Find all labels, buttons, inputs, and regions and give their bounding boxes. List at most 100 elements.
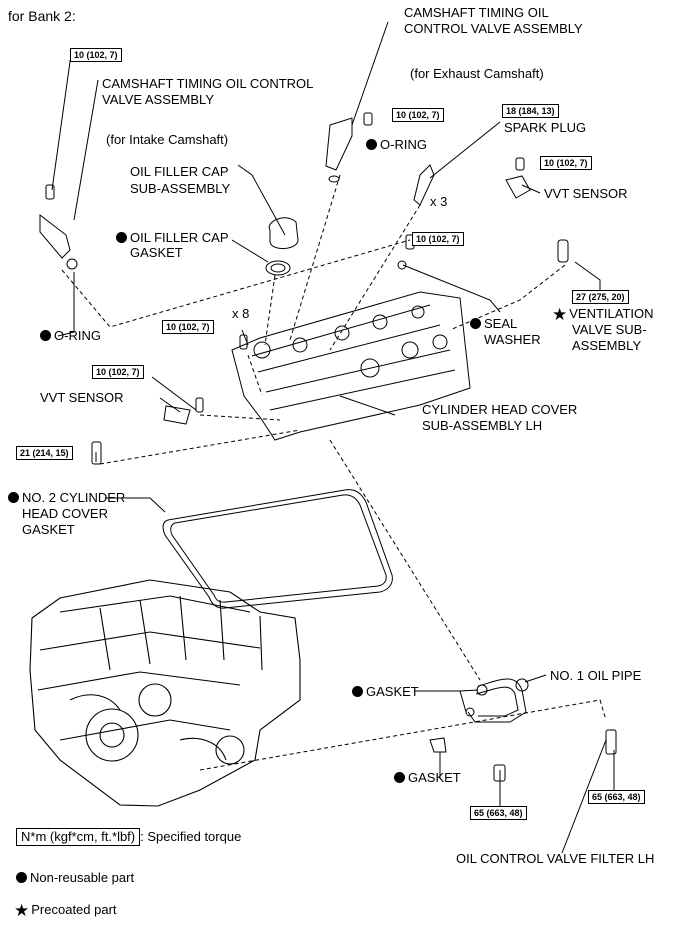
leader-gasket-upper-2 [459,690,467,713]
leader-spark [429,121,501,179]
label-no2-gasket-1: NO. 2 CYLINDER [8,490,125,506]
torque-union-a: 65 (663, 48) [470,806,527,820]
dash-stud [99,429,301,465]
label-gasket-upper-text: GASKET [366,684,419,699]
oil-filler-cap-shape [265,217,299,276]
label-oring-upper: O-RING [366,137,427,153]
label-for-exhaust: (for Exhaust Camshaft) [410,66,544,81]
nonreusable-dot-icon [16,872,27,883]
torque-vvt-right: 10 (102, 7) [540,156,592,170]
dash-spark [329,204,421,351]
torque-union-b: 65 (663, 48) [588,790,645,804]
precoated-star-icon: ★ [14,901,30,920]
nonreusable-dot-icon [394,772,405,783]
label-cam-ocv-exhaust-1: CAMSHAFT TIMING OIL [404,5,549,20]
leader-seal-washer [402,264,501,313]
label-ventilation-1: ★VENTILATION [552,305,654,324]
torque-left-ocv: 10 (102, 7) [70,48,122,62]
label-oil-filler-gasket-text: OIL FILLER CAP [130,230,229,245]
leader-vvt-right [521,184,541,194]
torque-vent: 27 (275, 20) [572,290,629,304]
leader-oil-pipe [524,674,547,683]
bank-title: for Bank 2: [8,8,76,24]
nonreusable-dot-icon [470,318,481,329]
legend-nonreusable-text: Non-reusable part [30,870,135,885]
label-vvt-sensor-left: VVT SENSOR [40,390,124,405]
leader-vvt-left-torque [151,376,197,411]
leader-cyl-cover [339,395,396,416]
torque-washer: 10 (102, 7) [412,232,464,246]
label-x3: x 3 [430,194,448,209]
nonreusable-dot-icon [8,492,19,503]
legend-torque-box: N*m (kgf*cm, ft.*lbf) [16,828,141,846]
dash-cover-screws [247,354,263,396]
torque-vvt-left: 10 (102, 7) [92,365,144,379]
torque-stud: 21 (214, 15) [16,446,73,460]
engine-block-outline [29,579,301,807]
leader-ocv-filter [561,739,607,854]
label-gasket-lower-text: GASKET [408,770,461,785]
nonreusable-dot-icon [116,232,127,243]
cylinder-head-cover-shape [231,291,471,441]
label-seal-washer-2: WASHER [484,332,541,347]
leader-left-ocv-torque [51,60,71,191]
legend-precoated: ★Precoated part [14,901,117,920]
nonreusable-dot-icon [40,330,51,341]
label-no2-gasket-3: GASKET [22,522,75,537]
label-ventilation-3: ASSEMBLY [572,338,642,353]
bolt-parts [39,112,617,782]
label-oil-filler-cap-2: SUB-ASSEMBLY [130,181,231,196]
dash-vvt-left [199,414,281,421]
dash-filler [264,274,276,346]
label-vvt-sensor-right: VVT SENSOR [544,186,628,201]
label-x8: x 8 [232,306,250,321]
cover-gasket-shape [162,489,393,609]
label-spark-plug: SPARK PLUG [504,120,587,135]
legend-nonreusable: Non-reusable part [16,870,134,886]
label-oil-filler-gasket-1: OIL FILLER CAP [116,230,229,246]
label-oil-filler-cap-1: OIL FILLER CAP [130,164,229,179]
legend-torque-text: : Specified torque [140,829,242,844]
torque-spark: 18 (184, 13) [502,104,559,118]
label-oring-upper-text: O-RING [380,137,427,152]
label-ocv-filter: OIL CONTROL VALVE FILTER LH [456,851,655,866]
label-ventilation-2: VALVE SUB- [572,322,647,337]
label-oring-left-text: O-RING [54,328,101,343]
label-gasket-upper: GASKET [352,684,419,700]
label-oring-left: O-RING [40,328,101,344]
oil-pipe-shape [465,678,529,723]
leader-vvt-left [159,397,181,413]
label-cam-ocv-intake-1: CAMSHAFT TIMING OIL CONTROL [102,76,314,91]
leader-vent [574,261,601,290]
label-cyl-cover-2: SUB-ASSEMBLY LH [422,418,543,433]
leader-intake-ocv [73,79,99,221]
dash-exh-ocv [289,174,341,341]
dash-intake-ocv [61,239,411,328]
precoated-star-icon: ★ [552,305,568,324]
label-cam-ocv-intake-2: VALVE ASSEMBLY [102,92,214,107]
legend-torque: N*m (kgf*cm, ft.*lbf): Specified torque [16,828,241,846]
dash-main [329,439,481,681]
dash-engine [199,699,607,771]
label-cam-ocv-exhaust-2: CONTROL VALVE ASSEMBLY [404,21,583,36]
label-oil-filler-gasket-2: GASKET [130,245,183,260]
label-for-intake: (for Intake Camshaft) [106,132,229,147]
label-no2-gasket-text: NO. 2 CYLINDER [22,490,126,505]
torque-exh-ocv: 10 (102, 7) [392,108,444,122]
label-no2-gasket-2: HEAD COVER [22,506,108,521]
label-seal-washer-text: SEAL [484,316,518,331]
nonreusable-dot-icon [366,139,377,150]
nonreusable-dot-icon [352,686,363,697]
label-no1-oil-pipe: NO. 1 OIL PIPE [550,668,642,683]
leader-exh-ocv [351,21,389,126]
leader-gasket-upper [414,689,479,692]
leader-oring-left [57,272,75,337]
leader-filler-cap [237,164,286,236]
torque-cover: 10 (102, 7) [162,320,214,334]
label-gasket-lower: GASKET [394,770,461,786]
label-seal-washer-1: SEAL [470,316,517,332]
leader-no2-gasket [105,497,166,513]
legend-precoated-text: Precoated part [31,902,117,917]
leader-filler-gasket [231,239,269,263]
